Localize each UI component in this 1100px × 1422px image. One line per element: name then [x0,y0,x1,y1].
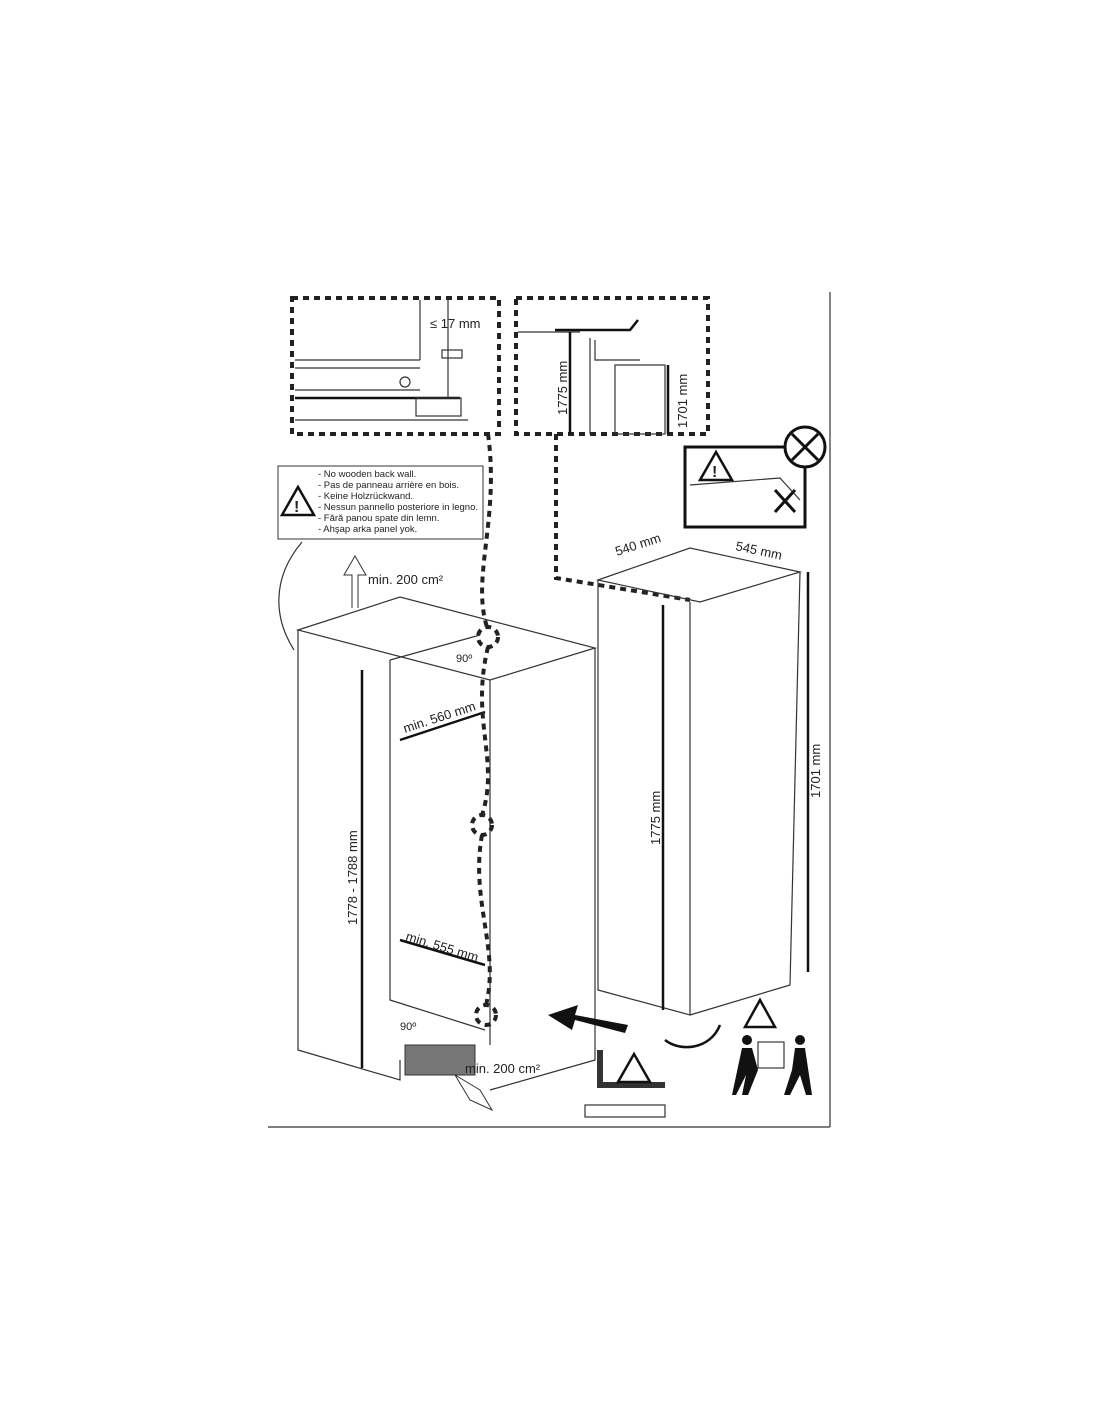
detail-hinge-gap: ≤ 17 mm [290,296,501,436]
appliance: 1775 mm 1701 mm 540 mm 545 mm [548,530,823,1118]
vent-top-label: min. 200 cm² [368,572,444,587]
warning-line: - Fără panou spate din lemn. [318,513,439,524]
vent-bottom-label: min. 200 cm² [465,1061,541,1076]
wooden-back-wall-warning: ! - No wooden back wall. - Pas de pannea… [277,465,484,540]
angle-bottom: 90º [400,1021,416,1033]
appliance-height-outer: 1775 mm [648,791,663,845]
warning-triangle-icon [697,449,735,482]
warning-triangle-icon [615,1051,653,1084]
spirit-level-icon [584,1104,666,1118]
warning-triangle-icon [742,997,778,1029]
airflow-in-arrow-icon [454,1074,494,1112]
appliance-depth: 540 mm [613,530,662,559]
warning-line: - Pas de panneau arrière en bois. [318,480,459,491]
screw-icon [399,376,411,388]
detail-height-outer: 1775 mm [555,361,570,415]
detail-height: 1775 mm 1701 mm [514,296,710,436]
svg-text:!: ! [294,499,299,516]
airflow-up-arrow-icon [343,555,367,608]
angle-top: 90º [456,653,472,665]
no-lift-by-door-warning: ! [683,425,827,529]
warning-line: - Ahşap arka panel yok. [318,524,417,535]
double-arrow-icon [278,541,303,651]
detail-height-inner: 1701 mm [675,374,690,428]
gap-label: ≤ 17 mm [430,316,480,331]
svg-text:!: ! [712,464,717,481]
vent-grille [404,1044,476,1076]
detail-connector-right [554,434,691,602]
warning-line: - Keine Holzrückwand. [318,491,413,502]
rotate-arrow-icon [664,1024,722,1049]
detail-connector-left [480,433,493,631]
appliance-height-inner: 1701 mm [808,744,823,798]
niche-height: 1778 - 1788 mm [345,830,360,925]
push-arrow-icon [548,1005,628,1033]
warning-triangle-icon [279,484,317,517]
niche-width-bottom: min. 555 mm [404,929,480,965]
warning-line: - Nessun pannello posteriore in legno. [318,502,478,513]
niche-cabinet: 1778 - 1788 mm min. 560 mm min. 555 mm 9… [295,555,598,1112]
two-person-lift-icon [732,1035,812,1095]
warning-line: - No wooden back wall. [318,469,416,480]
